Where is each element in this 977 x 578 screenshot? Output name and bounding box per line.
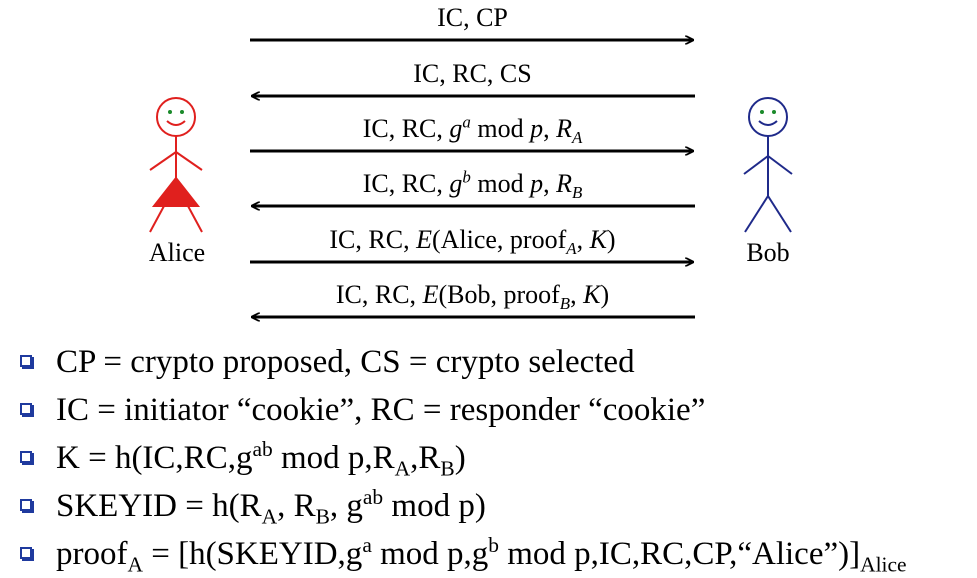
proof-definition: proofA = [h(SKEYID,ga mod p,gb mod p,IC,… <box>56 533 907 577</box>
message-label-1: IC, CP <box>437 3 508 32</box>
square-bullet-icon <box>20 355 32 367</box>
message-label-5: IC, RC, E(Alice, proofA, K) <box>329 225 616 258</box>
message-label-6: IC, RC, E(Bob, proofB, K) <box>335 280 610 313</box>
bob-head <box>748 97 788 137</box>
alice-label: Alice <box>148 238 206 267</box>
square-bullet-icon <box>20 403 32 415</box>
legend-list: CP = crypto proposed, CS = crypto select… <box>20 338 970 578</box>
square-bullet-icon <box>20 451 32 463</box>
alice-dress <box>151 176 201 207</box>
message-label-2: IC, RC, CS <box>413 59 532 88</box>
legend-item: K = h(IC,RC,gab mod p,RA,RB) <box>20 434 970 482</box>
alice-head <box>156 97 196 137</box>
legend-item: SKEYID = h(RA, RB, gab mod p) <box>20 482 970 530</box>
legend-item: proofA = [h(SKEYID,ga mod p,gb mod p,IC,… <box>20 530 970 578</box>
legend-item: CP = crypto proposed, CS = crypto select… <box>20 338 970 386</box>
protocol-diagram: Alice Bob IC, CP IC, RC, CS IC, RC, ga m… <box>148 0 793 330</box>
square-bullet-icon <box>20 499 32 511</box>
message-arrows <box>250 40 695 317</box>
diagram-canvas <box>149 0 793 330</box>
alice-figure-icon <box>149 97 203 233</box>
bob-label: Bob <box>746 238 790 267</box>
square-bullet-icon <box>20 547 32 559</box>
bob-figure-icon <box>743 97 793 233</box>
legend-item: IC = initiator “cookie”, RC = responder … <box>20 386 970 434</box>
message-label-3: IC, RC, ga mod p, RA <box>362 112 583 147</box>
skeyid-definition: SKEYID = h(RA, RB, gab mod p) <box>56 485 486 529</box>
key-definition: K = h(IC,RC,gab mod p,RA,RB) <box>56 437 466 481</box>
message-label-4: IC, RC, gb mod p, RB <box>362 167 583 202</box>
